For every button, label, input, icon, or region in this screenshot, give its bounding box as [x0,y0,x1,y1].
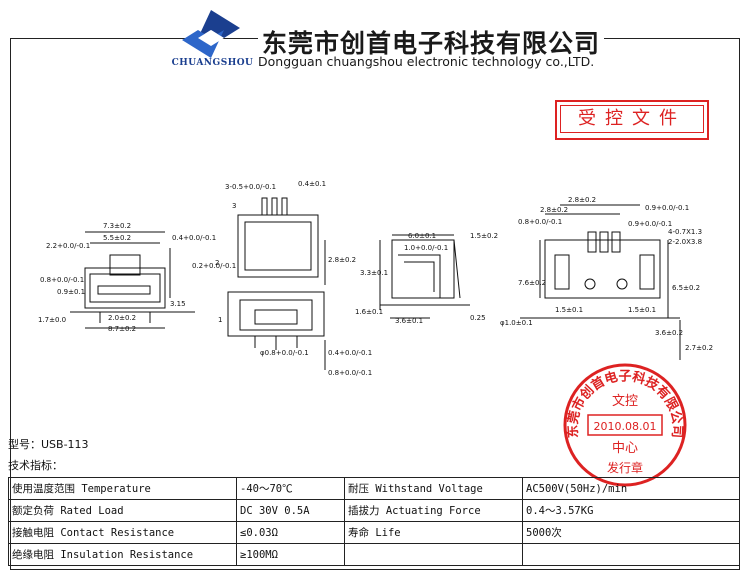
spec-value: ≤0.03Ω [236,521,345,544]
dim-pcb-2-8b: 2.8±0.2 [540,206,568,214]
dim-side2-3-6: 3.6±0.1 [395,317,423,325]
dim-front-inner: 5.5±0.2 [103,234,131,242]
dim-side2-1-5: 1.5±0.2 [470,232,498,240]
dim-side1-pins: 3-0.5+0.0/-0.1 [225,183,276,191]
dim-pcb-slot-small: 4-0.7X1.3 [668,228,702,236]
dim-front-width: 7.3±0.2 [103,222,131,230]
dim-front-2-2: 2.2+0.0/-0.1 [46,242,90,250]
spec-title: 技术指标： [8,459,63,472]
dim-front-1-7: 1.7±0.0 [38,316,66,324]
dim-pcb-slot-large: 2-2.0X3.8 [668,238,702,246]
dim-side1-2-8: 2.8±0.2 [328,256,356,264]
dim-pcb-2-7: 2.7±0.2 [685,344,713,352]
dim-front-3-15: 3.15 [170,300,186,308]
spec-name: 使用温度范围 Temperature [8,477,237,500]
spec-value [522,543,740,566]
spec-value: 0.4～3.57KG [522,499,740,522]
dim-pcb-7-6: 7.6±0.2 [518,279,546,287]
company-name-en: Dongguan chuangshou electronic technolog… [258,54,595,69]
spec-name: 绝缘电阻 Insulation Resistance [8,543,237,566]
controlled-document-stamp: 受控文件 [555,100,709,140]
model-value: USB-113 [41,438,89,451]
dim-front-0-9: 0.9±0.1 [57,288,85,296]
seal-top-text: 文控 [612,394,638,409]
dim-side2-3-3: 3.3±0.1 [360,269,388,277]
controlled-document-text: 受控文件 [560,105,704,133]
dim-pcb-3-6: 3.6±0.2 [655,329,683,337]
spec-name: 接触电阻 Contact Resistance [8,521,237,544]
dim-front-0-8: 0.8+0.0/-0.1 [40,276,84,284]
dim-side1-0-4: 0.4±0.1 [298,180,326,188]
dim-pcb-6-5: 6.5±0.2 [672,284,700,292]
dim-front-0-4: 0.4+0.0/-0.1 [172,234,216,242]
spec-name: 额定负荷 Rated Load [8,499,237,522]
spec-value: ≥100MΩ [236,543,345,566]
dim-side1-phi: φ0.8+0.0/-0.1 [260,349,309,357]
dim-pcb-1-5b: 1.5±0.1 [628,306,656,314]
dim-front-0-2: 0.2+0.0/-0.1 [192,262,236,270]
company-seal-icon: 东莞市创首电子科技有限公司 文控 2010.08.01 中心 发行章 [563,363,687,487]
spec-name: 耐压 Withstand Voltage [344,477,523,500]
model-label: 型号： [8,438,41,451]
brand-name: CHUANGSHOU [171,58,254,68]
dim-side1-callout-3: 3 [232,202,236,210]
header: CHUANGSHOU 东莞市创首电子科技有限公司 Dongguan chuang… [0,0,750,80]
dim-side1-0-8: 0.8+0.0/-0.1 [328,369,372,377]
dim-side2-6-0: 6.0±0.1 [408,232,436,240]
dim-front-8-7: 8.7±0.2 [108,325,136,333]
table-row: 使用温度范围 Temperature -40～70℃ 耐压 Withstand … [8,477,740,500]
dim-pcb-0-9b: 0.9+0.0/-0.1 [628,220,672,228]
spec-value: 5000次 [522,521,740,544]
side-view-1 [227,197,326,370]
pcb-layout [520,204,681,360]
dim-side1-callout-1: 1 [218,316,222,324]
spec-name: 寿命 Life [344,521,523,544]
dim-front-2-0: 2.0±0.2 [108,314,136,322]
spec-table: 使用温度范围 Temperature -40～70℃ 耐压 Withstand … [8,477,740,566]
chuangshou-logo-icon [182,10,240,58]
table-row: 额定负荷 Rated Load DC 30V 0.5A 插拔力 Actuatin… [8,499,740,522]
dim-side1-callout-2: 2 [215,259,219,267]
front-view [70,231,195,329]
dim-pcb-hole: φ1.0±0.1 [500,319,533,327]
seal-date: 2010.08.01 [594,420,657,433]
dim-pcb-1-5a: 1.5±0.1 [555,306,583,314]
seal-foot-text: 发行章 [607,460,643,475]
company-name-cn: 东莞市创首电子科技有限公司 [258,24,605,60]
seal-bottom-text: 中心 [612,441,638,456]
model-line: 型号：USB-113 [8,436,89,452]
dim-side2-0-25: 0.25 [470,314,486,322]
side-view-2 [379,234,470,319]
dim-side1-0-4b: 0.4+0.0/-0.1 [328,349,372,357]
spec-name: 插拔力 Actuating Force [344,499,523,522]
dim-pcb-0-8: 0.8+0.0/-0.1 [518,218,562,226]
spec-value: AC500V(50Hz)/min [522,477,740,500]
table-row: 绝缘电阻 Insulation Resistance ≥100MΩ [8,543,740,566]
dim-side2-1-6: 1.6±0.1 [355,308,383,316]
spec-value: DC 30V 0.5A [236,499,345,522]
table-row: 接触电阻 Contact Resistance ≤0.03Ω 寿命 Life 5… [8,521,740,544]
spec-name [344,543,523,566]
spec-value: -40～70℃ [236,477,345,500]
dim-side2-1-0: 1.0+0.0/-0.1 [404,244,448,252]
dim-pcb-0-9a: 0.9+0.0/-0.1 [645,204,689,212]
dim-pcb-2-8a: 2.8±0.2 [568,196,596,204]
